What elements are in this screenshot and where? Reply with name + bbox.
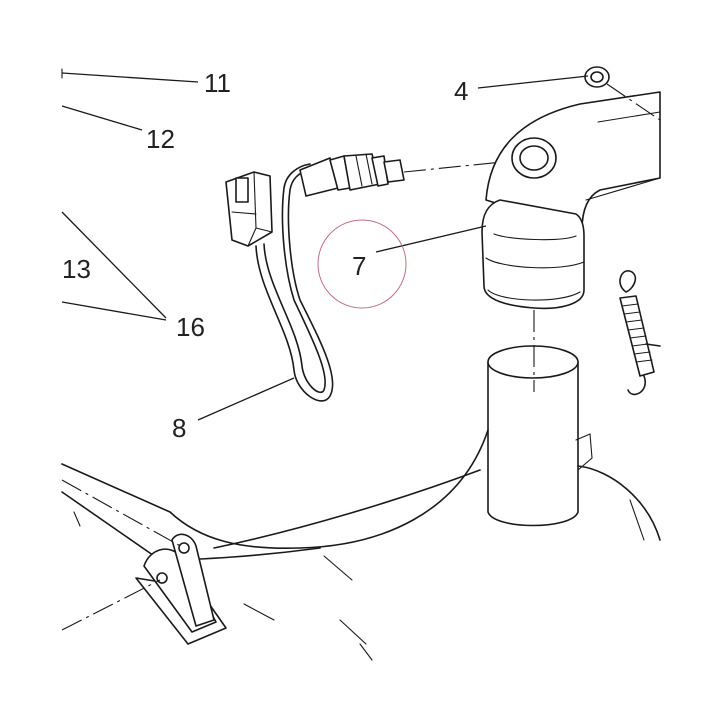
callout-8: 8 (172, 413, 186, 443)
callout-7: 7 (352, 251, 366, 281)
callout-12: 12 (146, 124, 175, 154)
sensor-boss (511, 137, 557, 179)
leader-lines-left (61, 68, 199, 321)
mounting-bracket (61, 479, 227, 645)
callout-4: 4 (454, 76, 468, 106)
callout-16: 16 (176, 312, 205, 342)
callout-11: 11 (204, 68, 231, 98)
tank-body (61, 429, 661, 661)
sensor-cable (255, 163, 334, 402)
tension-spring (619, 270, 661, 396)
oxygen-sensor-body (299, 153, 405, 197)
exhaust-pipe (487, 310, 593, 527)
callout-13: 13 (62, 254, 91, 284)
callout-7-highlight-circle (317, 219, 407, 309)
exhaust-elbow (481, 91, 661, 310)
nut (584, 66, 661, 121)
leader-lines-right (197, 75, 589, 421)
sensor-connector-plug (225, 171, 273, 247)
